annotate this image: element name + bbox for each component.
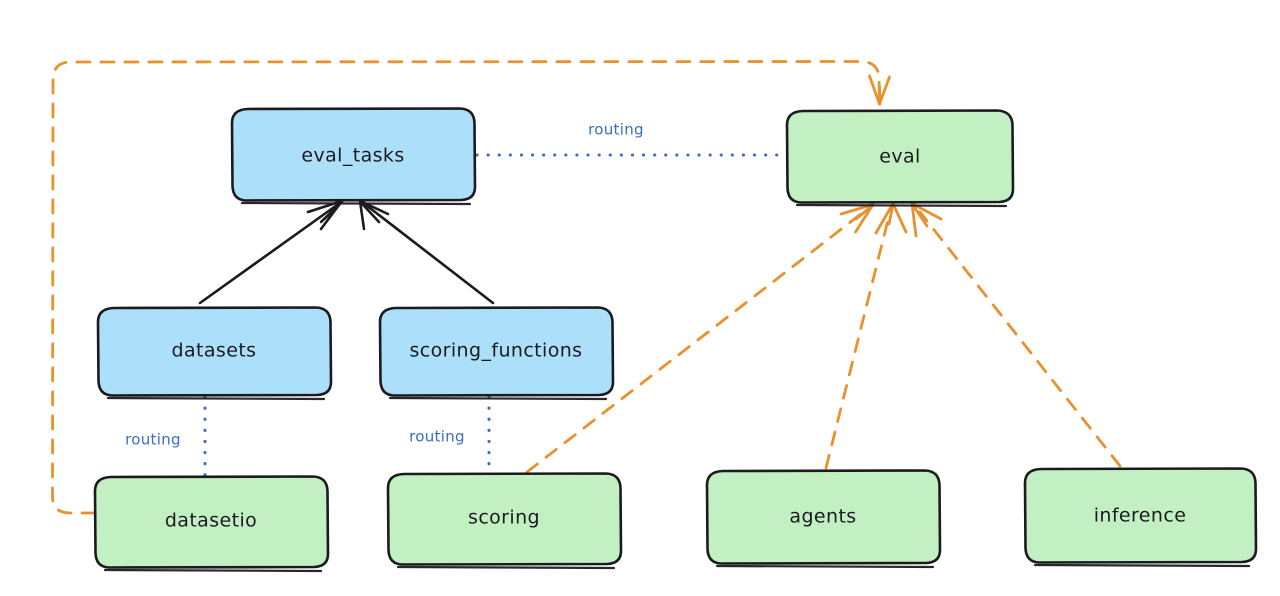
- node-agents[interactable]: agents: [705, 469, 942, 569]
- edge-datasetio-to-eval: [51, 60, 891, 515]
- node-agents-label: agents: [789, 506, 856, 528]
- node-datasetio-label: datasetio: [165, 510, 257, 532]
- node-eval_tasks-shape: [230, 107, 477, 202]
- node-eval[interactable]: eval: [785, 109, 1015, 208]
- node-datasetio-shape: [93, 475, 330, 569]
- node-eval-label: eval: [879, 146, 920, 168]
- node-datasets-label: datasets: [172, 340, 257, 362]
- edge-datasets-to-eval_tasks: [198, 199, 344, 305]
- node-agents-shape: [705, 469, 942, 565]
- node-datasets[interactable]: datasets: [96, 306, 333, 401]
- node-datasetio[interactable]: datasetio: [93, 475, 330, 573]
- node-inference-shape: [1023, 467, 1258, 564]
- node-scoring-label: scoring: [468, 507, 540, 529]
- edge-scoring_functions-to-eval_tasks: [358, 199, 495, 305]
- edge-label-routing-scoring_functions-scoring: routing: [409, 428, 465, 446]
- node-datasets-shape: [96, 306, 333, 397]
- edge-label-routing-datasets-datasetio: routing: [125, 431, 181, 449]
- edge-agents-to-eval: [824, 202, 908, 470]
- edge-label-routing-eval_tasks-eval: routing: [588, 121, 644, 139]
- node-eval-shape: [785, 109, 1015, 204]
- node-inference[interactable]: inference: [1023, 467, 1258, 568]
- node-scoring_functions[interactable]: scoring_functions: [378, 306, 615, 401]
- node-eval_tasks[interactable]: eval_tasks: [230, 107, 477, 206]
- node-scoring_functions-shape: [378, 306, 615, 397]
- node-scoring_functions-label: scoring_functions: [410, 340, 583, 362]
- node-scoring[interactable]: scoring: [386, 472, 623, 570]
- node-scoring-shape: [386, 472, 623, 566]
- node-inference-label: inference: [1094, 505, 1187, 527]
- node-eval_tasks-label: eval_tasks: [301, 145, 404, 167]
- edge-inference-to-eval: [910, 202, 1122, 468]
